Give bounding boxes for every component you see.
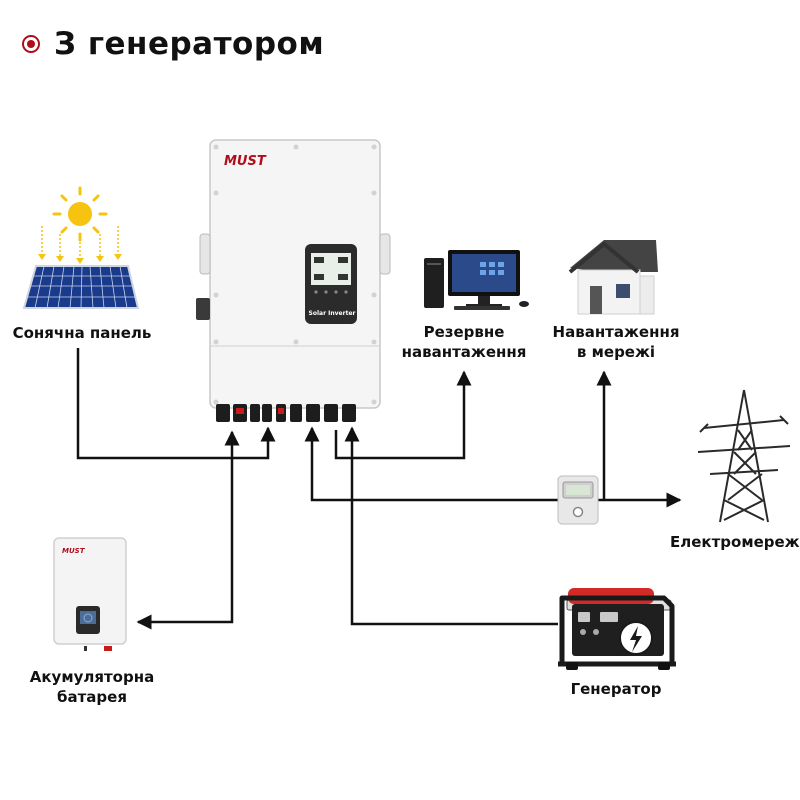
page-title: З генератором xyxy=(54,26,325,62)
battery-label-line1: Акумуляторна xyxy=(29,668,155,686)
page-title-row: З генератором xyxy=(22,22,324,66)
generator-connection-line xyxy=(344,426,558,626)
battery-connection-line xyxy=(136,430,240,630)
grid-load-label: Навантаження в мережі xyxy=(536,322,696,362)
title-bullet-icon xyxy=(22,35,40,53)
inverter-device xyxy=(196,139,391,422)
computer-icon xyxy=(424,250,529,310)
generator-label-text: Генератор xyxy=(570,680,662,698)
inverter-ports-icon xyxy=(216,404,356,422)
battery-label: Акумуляторна батарея xyxy=(20,667,164,707)
battery-label-line2: батарея xyxy=(57,688,127,706)
backup-load-label-line1: Резервне xyxy=(423,323,505,341)
solar-panel-label: Сонячна панель xyxy=(4,323,160,343)
solar-panel-label-text: Сонячна панель xyxy=(12,324,152,342)
generator-icon xyxy=(558,588,676,670)
inverter-caption: Solar Inverter xyxy=(308,310,356,317)
grid-load-label-line1: Навантаження xyxy=(552,323,680,341)
house-icon xyxy=(568,240,658,315)
battery-device xyxy=(53,537,127,651)
solar-panel-icon xyxy=(22,265,140,309)
backup-load-label-line2: навантаження xyxy=(401,343,527,361)
battery-brand-logo: MUST xyxy=(62,547,85,555)
inverter-brand-logo: MUST xyxy=(224,154,266,169)
grid-label: Електромережа xyxy=(670,532,800,552)
backup-load-label: Резервне навантаження xyxy=(390,322,538,362)
power-tower-icon xyxy=(697,389,791,523)
generator-label: Генератор xyxy=(556,679,676,699)
sun-icon xyxy=(38,186,122,264)
connection-lines xyxy=(76,348,682,630)
grid-load-label-line2: в мережі xyxy=(576,343,656,361)
grid-connection-line xyxy=(304,426,682,508)
grid-label-text: Електромережа xyxy=(670,533,800,551)
energy-meter-icon xyxy=(557,475,599,525)
